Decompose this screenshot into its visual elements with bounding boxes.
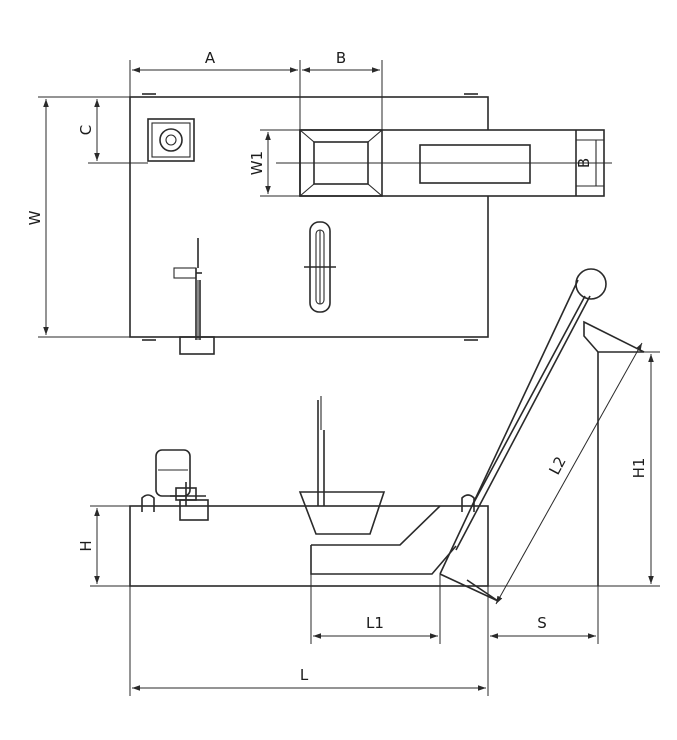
dim-label-l1: L1 — [366, 614, 384, 632]
lifting-hook — [141, 494, 155, 512]
probe-symbol — [173, 238, 215, 355]
separator-cone — [298, 396, 386, 535]
top-view — [129, 93, 612, 355]
side-view-tank — [129, 505, 489, 587]
drive-unit-hub — [165, 134, 177, 146]
top-view-tank — [129, 96, 489, 338]
discharge-spout — [583, 320, 645, 353]
drive-unit-square — [147, 118, 195, 162]
drive-unit-inner — [151, 122, 191, 158]
dim-label-c: C — [77, 125, 95, 135]
dim-label-h1: H1 — [630, 458, 648, 479]
dim-label-w1: W1 — [248, 151, 266, 175]
drive-unit-circle — [159, 128, 183, 152]
inclined-conveyor-arm — [439, 279, 579, 575]
dim-label-w: W — [26, 210, 44, 225]
dim-label-b-side: B — [575, 158, 593, 168]
lifting-hook — [461, 494, 475, 512]
conveyor-trough — [311, 505, 441, 546]
dim-label-h: H — [77, 540, 95, 551]
head-pulley — [575, 268, 607, 300]
dim-label-b-top: B — [336, 49, 346, 67]
sight-glass — [304, 221, 336, 313]
dim-label-l: L — [300, 666, 309, 684]
dim-label-l2: L2 — [545, 454, 569, 478]
dim-label-s: S — [537, 614, 547, 632]
drive-motor — [155, 449, 209, 521]
chute-slot — [419, 144, 531, 184]
side-view — [129, 268, 645, 602]
dim-line-l2 — [495, 342, 643, 605]
dim-label-a: A — [205, 49, 216, 67]
